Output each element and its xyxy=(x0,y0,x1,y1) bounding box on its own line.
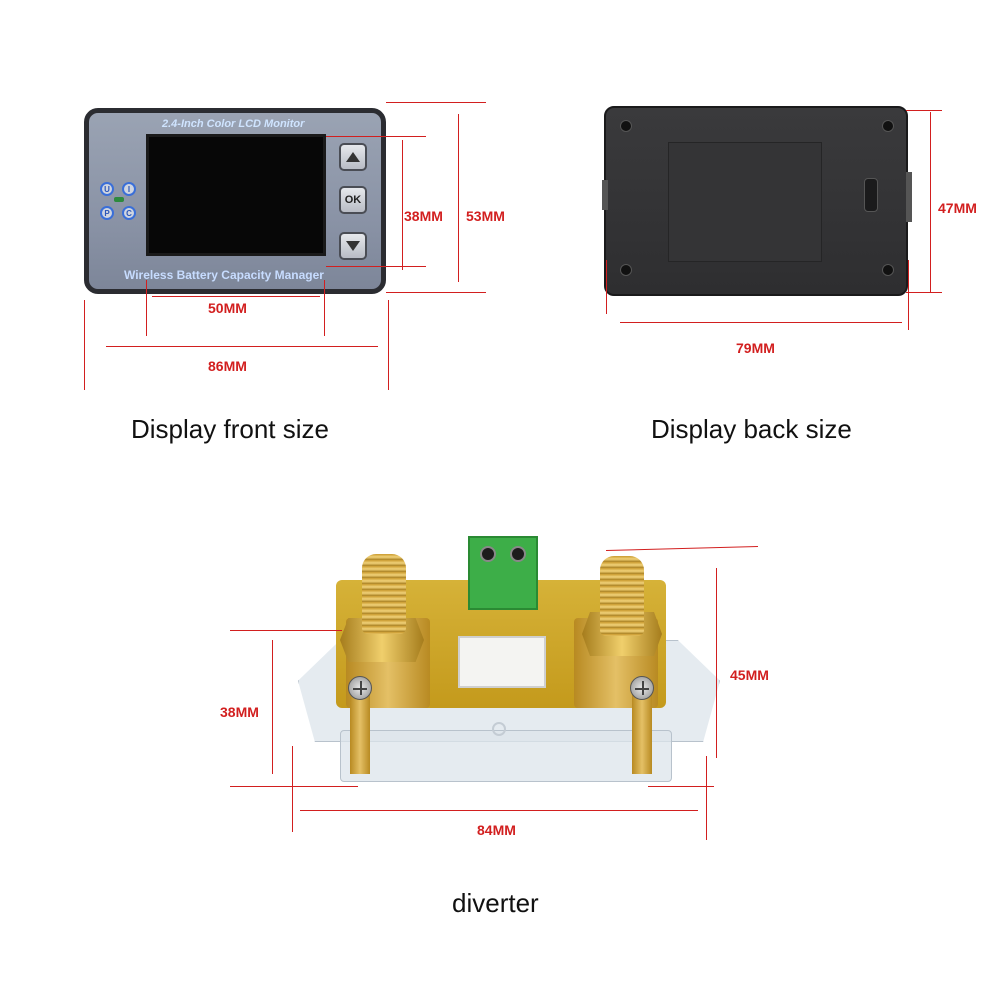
led-letter-p: P xyxy=(100,206,114,220)
terminal-screw-1 xyxy=(480,546,496,562)
acrylic-lower xyxy=(340,730,672,782)
bolt-right xyxy=(600,556,644,636)
dim-line-div-top xyxy=(606,546,758,551)
dim-line-div-inner-height xyxy=(272,640,273,774)
dim-line-div-height xyxy=(716,568,717,758)
bolt-left xyxy=(362,554,406,634)
dim-line-screen-right xyxy=(324,280,325,336)
terminal-screw-2 xyxy=(510,546,526,562)
mounting-screw-right xyxy=(630,676,654,700)
dim-label-total-height: 53MM xyxy=(466,208,505,224)
led-letter-i: I xyxy=(122,182,136,196)
back-caption: Display back size xyxy=(651,414,852,444)
dim-line-div-width xyxy=(300,810,698,811)
status-led xyxy=(114,197,124,202)
dim-label-total-width: 86MM xyxy=(208,358,247,374)
dim-line-back-left xyxy=(606,260,607,314)
dim-line-back-bottom xyxy=(906,292,942,293)
front-device-footer: Wireless Battery Capacity Manager xyxy=(124,268,324,282)
dim-line-div-right xyxy=(706,756,707,840)
dim-line-div-bottom-right xyxy=(648,786,714,787)
dim-line-back-right xyxy=(908,260,909,330)
dim-label-screen-width: 50MM xyxy=(208,300,247,316)
back-cover-panel xyxy=(668,142,822,262)
usb-port-icon xyxy=(864,178,878,212)
dim-line-total-height xyxy=(458,114,459,282)
mounting-screw-left xyxy=(348,676,372,700)
dim-label-screen-height: 38MM xyxy=(404,208,443,224)
screw-hole-top-left xyxy=(620,120,632,132)
green-terminal-block xyxy=(468,536,538,610)
lcd-screen xyxy=(146,134,326,256)
dim-line-top xyxy=(386,102,486,103)
side-clip xyxy=(906,172,912,222)
dim-line-total-width xyxy=(106,346,378,347)
front-caption: Display front size xyxy=(131,414,329,444)
dim-line-screen-bottom xyxy=(326,266,426,267)
screw-hole-bottom-right xyxy=(882,264,894,276)
dim-label-div-width: 84MM xyxy=(477,822,516,838)
dim-line-div-left xyxy=(292,746,293,832)
screw-hole-top-right xyxy=(882,120,894,132)
dim-line-bottom xyxy=(386,292,486,293)
white-connector xyxy=(458,636,546,688)
dim-label-div-inner-height: 38MM xyxy=(220,704,259,720)
leg-left xyxy=(350,690,370,774)
dim-line-screen-left xyxy=(146,280,147,336)
triangle-up-icon xyxy=(346,152,360,162)
leg-right xyxy=(632,690,652,774)
screw-hole-bottom-left xyxy=(620,264,632,276)
dim-line-total-right xyxy=(388,300,389,390)
dim-line-screen-top xyxy=(326,136,426,137)
diverter-caption: diverter xyxy=(452,888,539,918)
ok-button[interactable]: OK xyxy=(339,186,367,214)
led-letter-u: U xyxy=(100,182,114,196)
dim-line-total-left xyxy=(84,300,85,390)
dim-line-back-height xyxy=(930,112,931,292)
dim-line-screen-width xyxy=(152,296,320,297)
front-device-title: 2.4-Inch Color LCD Monitor xyxy=(162,118,305,130)
down-button[interactable] xyxy=(339,232,367,260)
dim-line-back-top xyxy=(906,110,942,111)
led-letter-c: C xyxy=(122,206,136,220)
side-clip-left xyxy=(602,180,608,210)
dim-line-div-inner-top xyxy=(230,630,342,631)
dim-label-div-height: 45MM xyxy=(730,667,769,683)
center-hole xyxy=(492,722,506,736)
dim-line-div-bottom-left xyxy=(230,786,358,787)
triangle-down-icon xyxy=(346,241,360,251)
dim-label-back-width: 79MM xyxy=(736,340,775,356)
dim-line-back-width xyxy=(620,322,902,323)
dim-line-screen-height xyxy=(402,140,403,270)
up-button[interactable] xyxy=(339,143,367,171)
dim-label-back-height: 47MM xyxy=(938,200,977,216)
